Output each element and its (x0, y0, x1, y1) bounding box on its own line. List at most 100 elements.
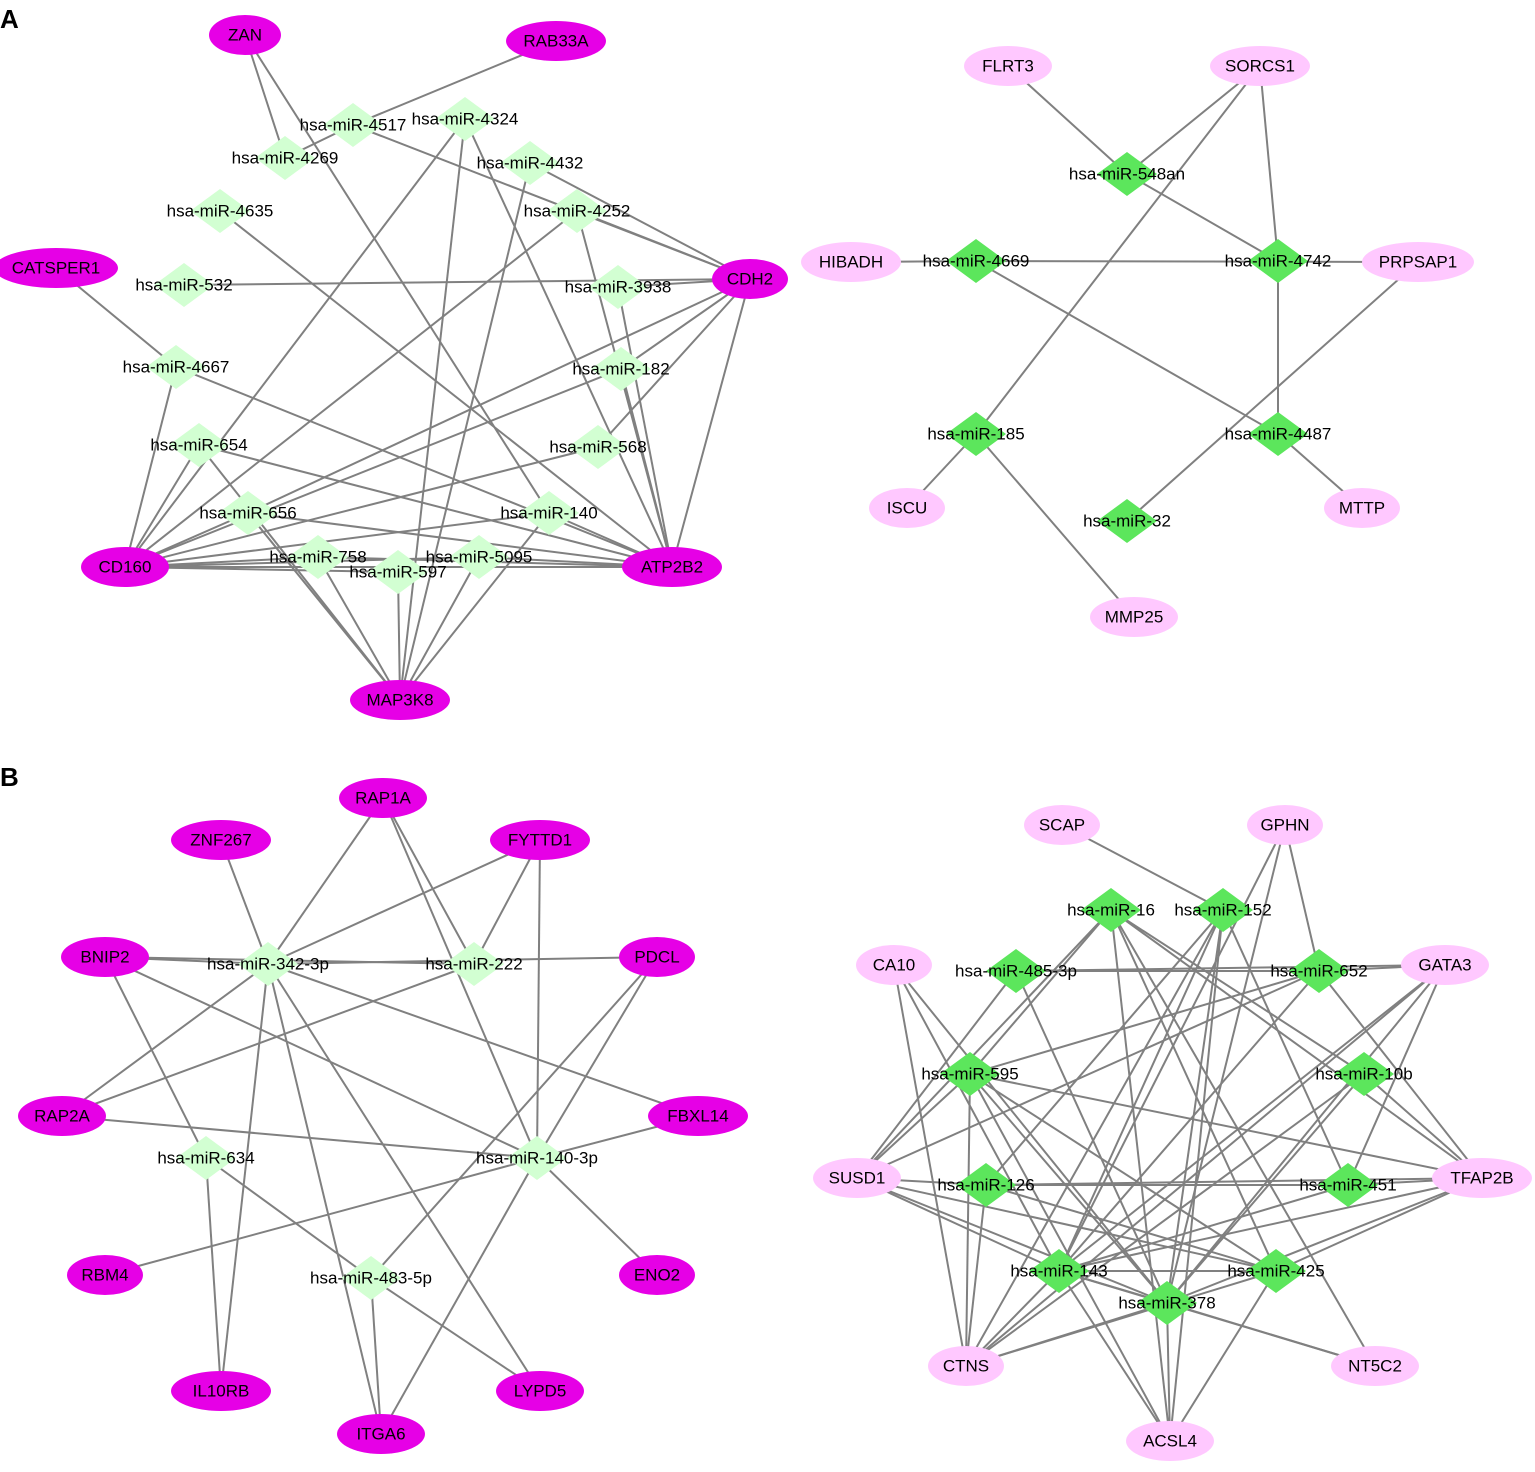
node-hsa-mir-451[interactable]: hsa-miR-451 (1299, 1163, 1397, 1207)
node-prpsap1[interactable]: PRPSAP1 (1362, 242, 1474, 282)
node-mttp[interactable]: MTTP (1324, 488, 1400, 528)
node-hsa-mir-4432[interactable]: hsa-miR-4432 (477, 141, 584, 185)
node-acsl4[interactable]: ACSL4 (1126, 1421, 1214, 1461)
edge-ca10-ctns (893, 964, 967, 1367)
node-hsa-mir-597[interactable]: hsa-miR-597 (349, 550, 447, 594)
node-hsa-mir-3938[interactable]: hsa-miR-3938 (565, 265, 672, 309)
node-hsa-mir-342-3p[interactable]: hsa-miR-342-3p (207, 942, 329, 986)
node-label: hsa-miR-656 (199, 504, 296, 523)
edge-map3k8-hsa-mir-4324 (399, 118, 466, 701)
mirna-diamond (255, 136, 315, 180)
node-scap[interactable]: SCAP (1024, 805, 1100, 845)
mirna-diamond (323, 103, 383, 147)
node-cd160[interactable]: CD160 (81, 547, 169, 587)
node-bnip2[interactable]: BNIP2 (61, 937, 149, 977)
edge-hsa-mir-634-hsa-mir-483-5p (205, 1157, 372, 1279)
node-susd1[interactable]: SUSD1 (813, 1158, 901, 1198)
edge-ctns-hsa-mir-425 (965, 1270, 1277, 1367)
node-ctns[interactable]: CTNS (928, 1346, 1004, 1386)
node-hsa-mir-758[interactable]: hsa-miR-758 (269, 535, 367, 579)
node-hsa-mir-532[interactable]: hsa-miR-532 (135, 263, 233, 307)
node-rap2a[interactable]: RAP2A (18, 1096, 106, 1136)
node-hsa-mir-4252[interactable]: hsa-miR-4252 (524, 189, 631, 233)
node-hsa-mir-4669[interactable]: hsa-miR-4669 (923, 239, 1030, 283)
edge-hsa-mir-548an-hsa-mir-4742 (1126, 173, 1279, 262)
node-zan[interactable]: ZAN (209, 15, 281, 55)
node-hsa-mir-140[interactable]: hsa-miR-140 (500, 491, 598, 535)
node-fyttd1[interactable]: FYTTD1 (490, 820, 590, 860)
node-flrt3[interactable]: FLRT3 (964, 46, 1052, 86)
node-hsa-mir-5095[interactable]: hsa-miR-5095 (426, 535, 533, 579)
node-hsa-mir-652[interactable]: hsa-miR-652 (1270, 949, 1368, 993)
node-pdcl[interactable]: PDCL (619, 937, 695, 977)
node-hsa-mir-4324[interactable]: hsa-miR-4324 (412, 97, 519, 141)
node-znf267[interactable]: ZNF267 (171, 820, 271, 860)
node-hsa-mir-425[interactable]: hsa-miR-425 (1227, 1249, 1325, 1293)
edge-map3k8-hsa-mir-758 (317, 556, 401, 701)
gene-ellipse (712, 259, 788, 299)
node-ca10[interactable]: CA10 (856, 945, 932, 985)
edge-eno2-hsa-mir-140-3p (536, 1157, 658, 1276)
node-iscu[interactable]: ISCU (869, 488, 945, 528)
node-hsa-mir-595[interactable]: hsa-miR-595 (921, 1052, 1019, 1096)
node-hsa-mir-4635[interactable]: hsa-miR-4635 (167, 189, 274, 233)
edge-susd1-hsa-mir-16 (856, 909, 1112, 1179)
node-cdh2[interactable]: CDH2 (712, 259, 788, 299)
node-hsa-mir-4269[interactable]: hsa-miR-4269 (232, 136, 339, 180)
node-rab33a[interactable]: RAB33A (506, 21, 606, 61)
node-hsa-mir-4517[interactable]: hsa-miR-4517 (300, 103, 407, 147)
node-hsa-mir-185[interactable]: hsa-miR-185 (927, 412, 1025, 456)
edge-sorcs1-hsa-mir-548an (1126, 65, 1261, 175)
node-hsa-mir-568[interactable]: hsa-miR-568 (549, 425, 647, 469)
node-hsa-mir-182[interactable]: hsa-miR-182 (572, 347, 670, 391)
node-hsa-mir-143[interactable]: hsa-miR-143 (1010, 1249, 1108, 1293)
node-hsa-mir-654[interactable]: hsa-miR-654 (150, 423, 248, 467)
edge-hsa-mir-595-hsa-mir-378 (969, 1073, 1168, 1304)
node-label: ITGA6 (356, 1425, 405, 1444)
node-hsa-mir-4742[interactable]: hsa-miR-4742 (1225, 239, 1332, 283)
node-hsa-mir-10b[interactable]: hsa-miR-10b (1315, 1052, 1413, 1096)
node-hsa-mir-656[interactable]: hsa-miR-656 (199, 491, 297, 535)
edge-fyttd1-hsa-mir-222 (473, 839, 541, 965)
node-hsa-mir-16[interactable]: hsa-miR-16 (1067, 888, 1155, 932)
node-hsa-mir-4667[interactable]: hsa-miR-4667 (123, 345, 230, 389)
node-catsper1[interactable]: CATSPER1 (0, 248, 118, 288)
node-hsa-mir-378[interactable]: hsa-miR-378 (1118, 1281, 1216, 1325)
node-hsa-mir-4487[interactable]: hsa-miR-4487 (1225, 412, 1332, 456)
node-tfap2b[interactable]: TFAP2B (1432, 1158, 1532, 1198)
node-hsa-mir-634[interactable]: hsa-miR-634 (157, 1136, 255, 1180)
node-mmp25[interactable]: MMP25 (1090, 597, 1178, 637)
edge-hsa-mir-152-hsa-mir-451 (1222, 909, 1349, 1186)
node-sorcs1[interactable]: SORCS1 (1210, 46, 1310, 86)
node-rbm4[interactable]: RBM4 (67, 1255, 143, 1295)
node-il10rb[interactable]: IL10RB (171, 1371, 271, 1411)
node-itga6[interactable]: ITGA6 (337, 1414, 425, 1454)
edge-il10rb-hsa-mir-342-3p (220, 963, 269, 1392)
node-fbxl14[interactable]: FBXL14 (648, 1096, 748, 1136)
node-label: MMP25 (1105, 608, 1164, 627)
node-label: hsa-miR-532 (135, 276, 232, 295)
node-map3k8[interactable]: MAP3K8 (350, 680, 450, 720)
node-rap1a[interactable]: RAP1A (339, 778, 427, 818)
node-atp2b2[interactable]: ATP2B2 (622, 547, 722, 587)
node-label: hsa-miR-4742 (1225, 252, 1332, 271)
node-lypd5[interactable]: LYPD5 (496, 1371, 584, 1411)
node-gphn[interactable]: GPHN (1247, 805, 1323, 845)
node-gata3[interactable]: GATA3 (1401, 945, 1489, 985)
node-hsa-mir-548an[interactable]: hsa-miR-548an (1069, 152, 1185, 196)
node-label: PRPSAP1 (1379, 253, 1457, 272)
edge-prpsap1-hsa-mir-32 (1126, 261, 1419, 522)
node-eno2[interactable]: ENO2 (619, 1255, 695, 1295)
node-hsa-mir-483-5p[interactable]: hsa-miR-483-5p (310, 1256, 432, 1300)
node-hsa-mir-140-3p[interactable]: hsa-miR-140-3p (476, 1136, 598, 1180)
node-hsa-mir-485-3p[interactable]: hsa-miR-485-3p (955, 949, 1077, 993)
node-hsa-mir-152[interactable]: hsa-miR-152 (1174, 888, 1272, 932)
node-label: hsa-miR-140 (500, 504, 597, 523)
node-hibadh[interactable]: HIBADH (801, 242, 901, 282)
node-hsa-mir-32[interactable]: hsa-miR-32 (1083, 499, 1171, 543)
node-hsa-mir-222[interactable]: hsa-miR-222 (425, 942, 523, 986)
mirna-diamond (169, 423, 229, 467)
node-nt5c2[interactable]: NT5C2 (1331, 1346, 1419, 1386)
node-hsa-mir-126[interactable]: hsa-miR-126 (937, 1163, 1035, 1207)
